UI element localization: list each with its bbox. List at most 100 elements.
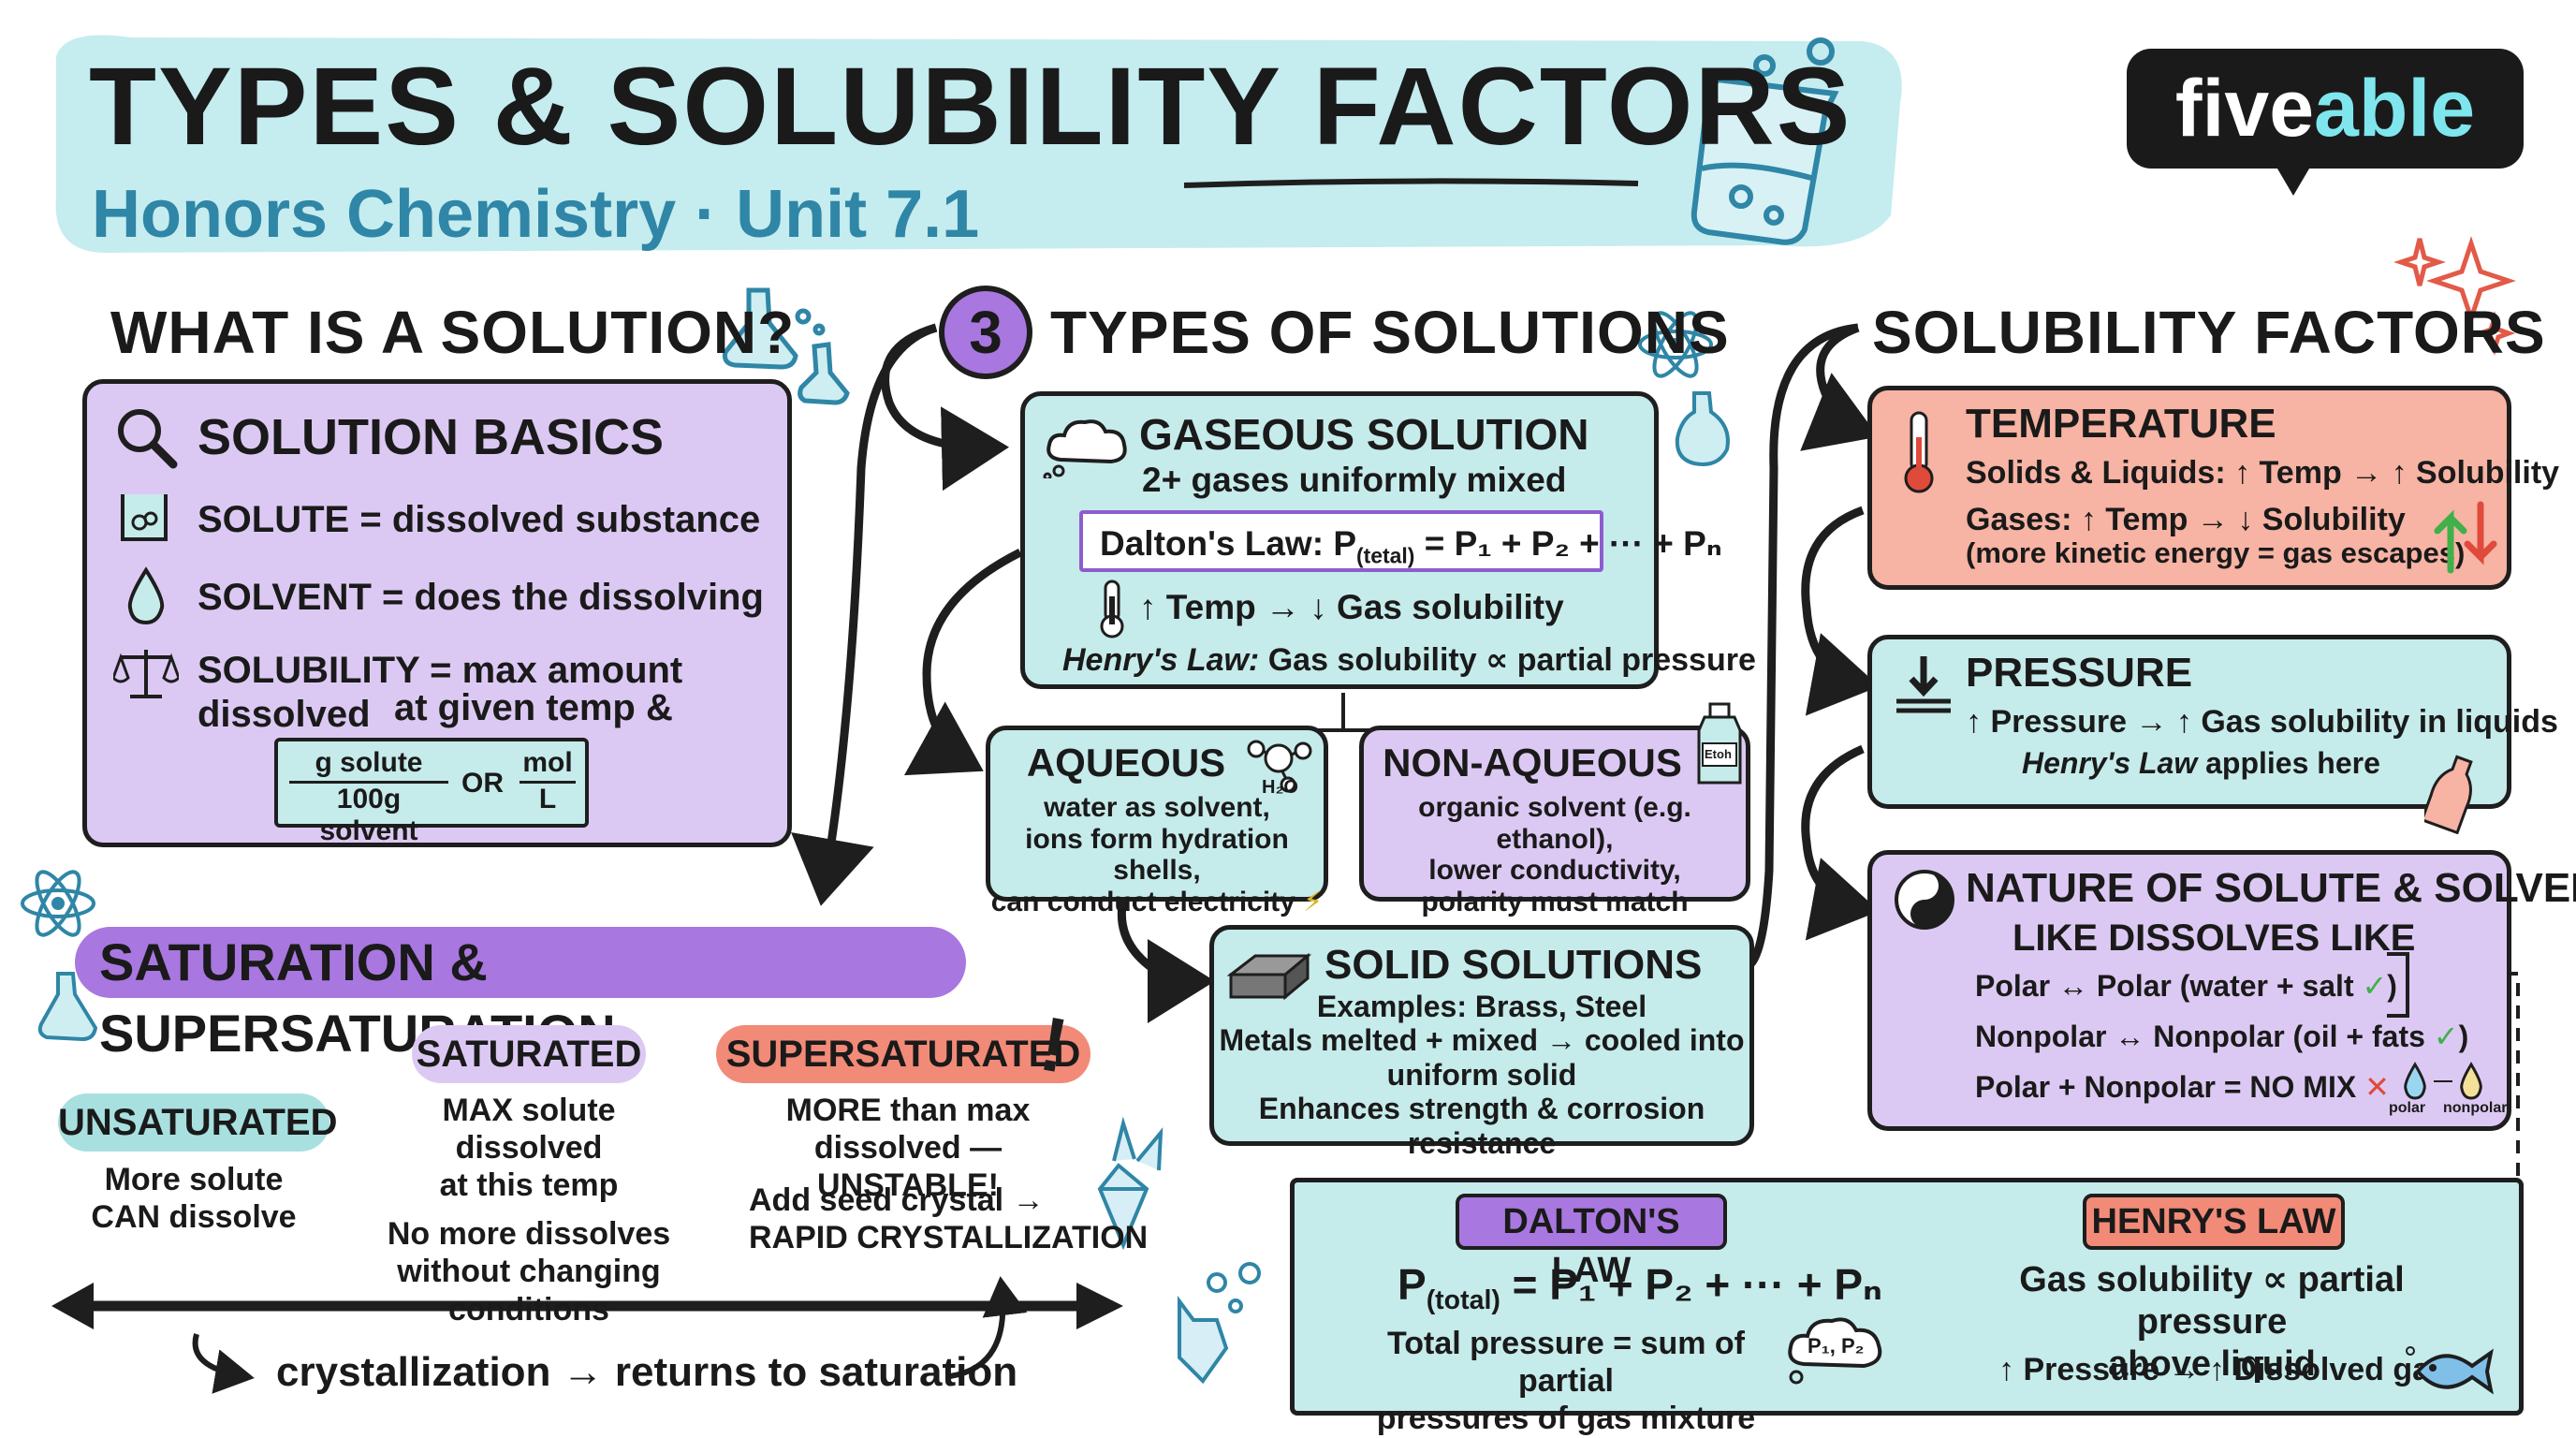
bottle-icon: [1693, 702, 1746, 791]
molecule-icon: [1241, 736, 1316, 806]
yin-yang-icon: [1893, 868, 1956, 936]
bubble-icon: [1207, 1262, 1261, 1313]
factors-heading: SOLUBILITY FACTORS: [1872, 299, 2546, 366]
unsaturated-text: More solute CAN dissolve: [58, 1161, 329, 1236]
up-down-arrows-icon: [2432, 499, 2501, 579]
nature-line1-close: ): [2387, 969, 2397, 1003]
aqueous-line2: ions form hydration shells,: [1025, 823, 1289, 887]
bottle-label: Etoh: [1705, 747, 1732, 761]
henry-pill: HENRY'S LAW: [2083, 1194, 2345, 1250]
non-aqueous-card: NON-AQUEOUS Etoh organic solvent (e.g. e…: [1359, 702, 1750, 917]
solution-basics-title: SOLUTION BASICS: [198, 409, 665, 465]
beaker-small-icon: [115, 489, 173, 551]
saturated-line2: at this temp: [439, 1167, 619, 1204]
temp-line1: Solids & Liquids: ↑ Temp → ↑ Solubility: [1966, 455, 2560, 491]
solute-def: = dissolved substance: [349, 499, 761, 540]
gaseous-temp: ↑ Temp → ↓ Gas solubility: [1139, 588, 1564, 626]
supersaturated-line3: Add seed crystal →: [749, 1182, 1045, 1218]
pressure-line1: ↑ Pressure → ↑ Gas solubility in liquids: [1966, 704, 2558, 740]
unit-or: OR: [461, 768, 504, 799]
nature-line1-text: Polar ↔ Polar (water + salt: [1975, 969, 2363, 1003]
fish-icon: [2405, 1338, 2498, 1408]
solid-line1: Examples: Brass, Steel: [1316, 990, 1647, 1023]
arrow-factors-bracket: [1747, 323, 1859, 968]
dalton-formula-box: Dalton's Law: P(tetal) = P₁ + P₂ + ··· +…: [1079, 510, 1722, 572]
cycle-text: crystallization → returns to saturation: [276, 1349, 1018, 1395]
title-part1: TYPES & SOLUBILITY: [89, 45, 1281, 169]
pressure-line2: Henry's Law applies here: [2022, 746, 2380, 782]
dalton-pill: DALTON'S LAW: [1456, 1194, 1727, 1290]
arrow-to-saturation: [791, 323, 938, 906]
saturated-label: SATURATED: [416, 1034, 642, 1075]
aqueous-line3: can conduct electricity: [990, 886, 1295, 917]
aqueous-text: water as solvent, ions form hydration sh…: [990, 792, 1324, 917]
lightning-icon: ⚡: [1295, 886, 1324, 917]
solid-line4: Enhances strength & corrosion resistance: [1258, 1092, 1705, 1160]
supersaturated-line4: RAPID CRYSTALLIZATION: [749, 1220, 1149, 1256]
thermometer-icon: [1900, 409, 1938, 500]
aqueous-icon-label: H₂O: [1262, 777, 1298, 798]
logo-text-part2: able: [2314, 63, 2476, 154]
solubility-units-box: g solute 100g solvent OR mol L: [274, 738, 589, 846]
types-number: 3: [969, 299, 1003, 366]
nature-line3: Polar + Nonpolar = NO MIX ✕: [1975, 1070, 2390, 1106]
check-icon: ✓: [2433, 1020, 2459, 1053]
saturated-line4: without changing: [397, 1254, 661, 1290]
temperature-title: TEMPERATURE: [1966, 401, 2276, 447]
solid-title: SOLID SOLUTIONS: [1325, 942, 1703, 988]
drop-label-polar: polar: [2389, 1100, 2426, 1116]
gaseous-title: GASEOUS SOLUTION: [1139, 410, 1589, 459]
solvent-def: = does the dissolving: [371, 577, 764, 618]
saturated-line3: No more dissolves: [387, 1216, 671, 1253]
supersaturated-line2: dissolved — UNSTABLE!: [813, 1130, 1003, 1204]
saturated-text: MAX solute dissolved at this temp No mor…: [370, 1092, 688, 1328]
unit-1-denominator: 100g solvent: [319, 784, 418, 846]
gas-cloud-icon: [1781, 1304, 1894, 1393]
unit-2-denominator: L: [538, 784, 557, 814]
drop-label-nonpolar: nonpolar: [2443, 1100, 2508, 1116]
henry-line1: Gas solubility ∝ partial pressure: [2019, 1260, 2405, 1342]
what-is-solution-heading: WHAT IS A SOLUTION?: [110, 299, 796, 366]
dalton-eq-p: P: [1398, 1260, 1427, 1309]
dalton-sub: (tetal): [1356, 543, 1415, 568]
bracket-icon: [2387, 952, 2409, 1018]
solid-text: Examples: Brass, Steel Metals melted + m…: [1214, 990, 1749, 1160]
unsaturated-label: UNSATURATED: [58, 1102, 338, 1143]
pressure-title: PRESSURE: [1966, 650, 2193, 696]
dalton-eq-sub: (total): [1426, 1285, 1500, 1316]
saturation-heading: SATURATION & SUPERSATURATION: [99, 932, 616, 1063]
solvent-definition: SOLVENT = does the dissolving: [198, 576, 764, 620]
pressure-line2-rest: applies here: [2197, 746, 2380, 780]
atom-icon: [21, 870, 95, 937]
solution-basics-card: SOLUTION BASICS SOLUTE = dissolved subst…: [82, 379, 792, 847]
supersaturated-line1: MORE than max: [785, 1093, 1031, 1128]
supersaturated-pill: SUPERSATURATED: [716, 1025, 1090, 1083]
non-aqueous-text: organic solvent (e.g. ethanol), lower co…: [1364, 792, 1746, 917]
types-number-badge: 3: [939, 286, 1032, 379]
pressure-down-icon: [1891, 653, 1956, 723]
nature-subtitle: LIKE DISSOLVES LIKE: [2012, 917, 2416, 959]
gas-cloud-label: P₁, P₂: [1808, 1334, 1865, 1357]
saturated-line1: MAX solute dissolved: [442, 1093, 616, 1167]
supersaturated-label: SUPERSATURATED: [725, 1034, 1081, 1075]
logo-speech-tail: [2275, 164, 2312, 196]
temp-line3: (more kinetic energy = gas escapes): [1966, 536, 2466, 569]
unit-fraction-1: g solute 100g solvent: [289, 747, 448, 847]
laws-box: DALTON'S LAW P(total) = P₁ + P₂ + ··· + …: [1290, 1178, 2524, 1436]
dalton-eq-rest: = P₁ + P₂ + ··· + Pₙ: [1500, 1260, 1882, 1309]
pressure-henry: Henry's Law: [2022, 746, 2198, 780]
supersaturated-text-bottom: Add seed crystal → RAPID CRYSTALLIZATION: [749, 1181, 1148, 1256]
henry-text: Gas solubility ∝ partial pressure: [1259, 642, 1756, 678]
non-aqueous-title: NON-AQUEOUS: [1383, 741, 1682, 785]
arrow-to-temperature: [1800, 323, 1879, 451]
unsaturated-line1: More solute: [104, 1162, 284, 1197]
droplet-icon: [123, 566, 169, 631]
nature-line2-close: ): [2458, 1020, 2469, 1053]
solvent-term: SOLVENT: [198, 577, 372, 618]
temperature-card: TEMPERATURE Solids & Liquids: ↑ Temp → ↑…: [1867, 386, 2559, 590]
solid-line2: Metals melted + mixed → cooled into: [1219, 1023, 1745, 1058]
page-subtitle: Honors Chemistry · Unit 7.1: [92, 177, 980, 252]
gaseous-henry: Henry's Law: Gas solubility ∝ partial pr…: [1062, 641, 1756, 679]
dalton-label: Dalton's Law: P: [1100, 524, 1356, 563]
check-icon: ✓: [2362, 969, 2388, 1003]
